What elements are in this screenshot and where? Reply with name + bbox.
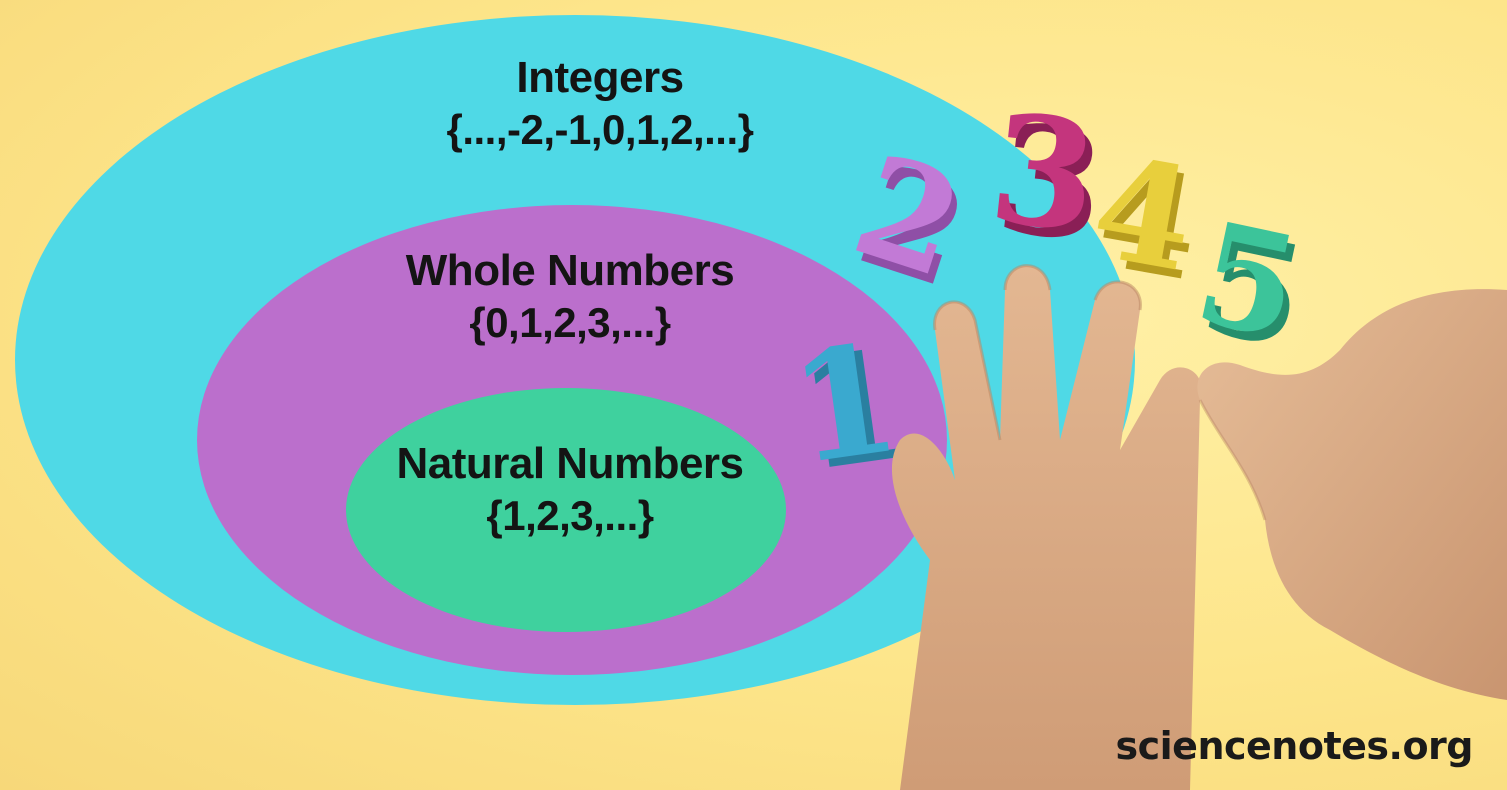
- natural-numbers-label: Natural Numbers {1,2,3,...}: [330, 438, 810, 541]
- digit-1: 1 1: [781, 310, 918, 506]
- digit-3-text: 3: [983, 80, 1105, 266]
- digit-5-text: 5: [1183, 191, 1312, 372]
- whole-numbers-members: {0,1,2,3,...}: [469, 298, 671, 346]
- digit-2: 2 2: [837, 124, 985, 320]
- digit-1-text: 1: [781, 310, 909, 499]
- hand-icon: [891, 264, 1202, 790]
- natural-numbers-name: Natural Numbers: [396, 439, 744, 488]
- digit-5: 5 5: [1183, 191, 1319, 381]
- whole-numbers-name: Whole Numbers: [405, 246, 735, 295]
- digit-3-shadow: 3: [990, 90, 1112, 276]
- hand-icon: [1197, 289, 1507, 700]
- digit-3: 3 3: [983, 80, 1112, 276]
- natural-numbers-members: {1,2,3,...}: [486, 491, 654, 539]
- integers-label: Integers {...,-2,-1,0,1,2,...}: [330, 52, 870, 155]
- whole-numbers-label: Whole Numbers {0,1,2,3,...}: [330, 245, 810, 348]
- integers-name: Integers: [516, 53, 684, 102]
- integers-members: {...,-2,-1,0,1,2,...}: [446, 105, 754, 153]
- source-watermark: sciencenotes.org: [1115, 724, 1474, 768]
- natural-numbers-ellipse: [346, 388, 786, 632]
